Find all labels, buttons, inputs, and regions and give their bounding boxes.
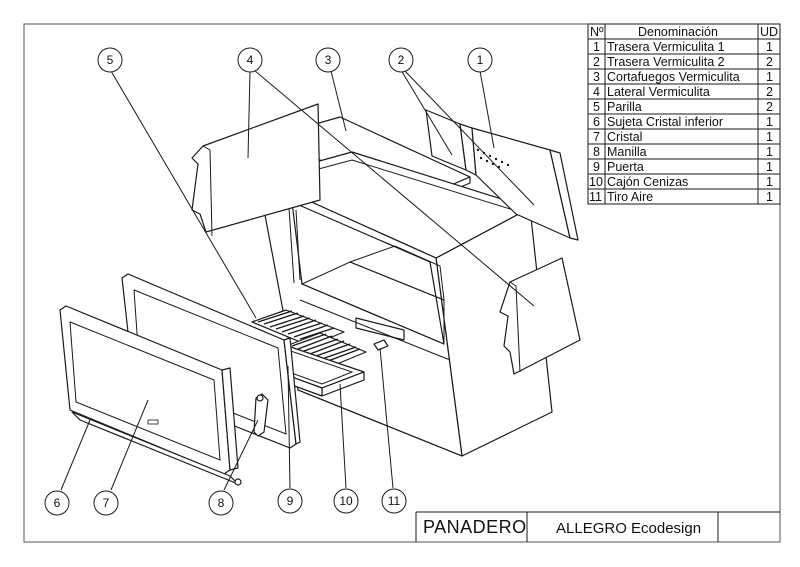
sheet-border <box>23 23 781 543</box>
svg-text:11: 11 <box>388 494 401 508</box>
product-name: PANADERO <box>423 517 527 537</box>
model-name: ALLEGRO Ecodesign <box>556 520 701 537</box>
bom-row-no: 5 <box>593 100 600 114</box>
bom-row-qty: 2 <box>766 85 773 99</box>
bom-row-no: 8 <box>593 145 600 159</box>
svg-text:4: 4 <box>247 53 254 67</box>
part-cristal-glass <box>59 305 239 475</box>
part-tiro-aire <box>373 339 389 351</box>
bom-row-qty: 2 <box>766 55 773 69</box>
balloon-8: 8 <box>208 490 234 516</box>
bom-row-no: 1 <box>593 40 600 54</box>
bom-header-name: Denominación <box>638 25 718 39</box>
svg-text:3: 3 <box>325 53 332 67</box>
bom-row-name: Tiro Aire <box>607 190 653 204</box>
callout-balloons: 1 2 3 4 5 6 7 8 <box>44 47 493 516</box>
bom-row-qty: 1 <box>766 190 773 204</box>
bom-row-name: Lateral Vermiculita <box>607 85 710 99</box>
title-block: PANADERO ALLEGRO Ecodesign <box>415 511 780 542</box>
balloon-5: 5 <box>97 47 123 73</box>
bom-row-qty: 1 <box>766 130 773 144</box>
bom-row-qty: 2 <box>766 100 773 114</box>
bom-row-lines <box>588 38 780 190</box>
balloon-11: 11 <box>381 488 407 514</box>
bom-header-qty: UD <box>760 25 778 39</box>
bom-row-qty: 1 <box>766 115 773 129</box>
svg-text:8: 8 <box>218 496 225 510</box>
bom-row-no: 3 <box>593 70 600 84</box>
bom-row-qty: 1 <box>766 160 773 174</box>
bom-row-no: 9 <box>593 160 600 174</box>
bom-row-name: Trasera Vermiculita 1 <box>607 40 725 54</box>
part-sujeta-cristal-inferior <box>71 411 242 486</box>
bom-row-no: 11 <box>589 190 602 204</box>
svg-text:9: 9 <box>287 494 294 508</box>
bom-row-qty: 1 <box>766 70 773 84</box>
balloon-3: 3 <box>315 47 341 73</box>
bom-row-name: Manilla <box>607 145 647 159</box>
balloon-2: 2 <box>388 47 414 73</box>
part-manilla-handle <box>253 393 269 437</box>
bom-row-qty: 1 <box>766 175 773 189</box>
part-lateral-vermiculita-right <box>499 257 581 375</box>
bom-row-no: 7 <box>593 130 600 144</box>
part-trasera-vermiculita-1 <box>471 127 579 241</box>
bom-row-no: 2 <box>593 55 600 69</box>
bom-header-no: Nº <box>590 25 604 39</box>
bom-row-no: 4 <box>593 85 600 99</box>
part-trasera-vermiculita-2 <box>425 109 477 176</box>
bom-row-name: Trasera Vermiculita 2 <box>607 55 725 69</box>
bom-row-no: 6 <box>593 115 600 129</box>
balloon-4: 4 <box>237 47 263 73</box>
part-lateral-vermiculita-left <box>191 103 321 237</box>
svg-text:2: 2 <box>398 53 405 67</box>
balloon-10: 10 <box>333 488 359 514</box>
bom-row-name: Parilla <box>607 100 642 114</box>
svg-text:5: 5 <box>107 53 114 67</box>
bom-row-no: 10 <box>589 175 603 189</box>
bom-row-name: Puerta <box>607 160 644 174</box>
bom-row-qty: 1 <box>766 40 773 54</box>
bom-row-name: Cajón Cenizas <box>607 175 688 189</box>
bom-row-name: Sujeta Cristal inferior <box>607 115 723 129</box>
svg-text:7: 7 <box>103 496 110 510</box>
bom-row-name: Cristal <box>607 130 642 144</box>
bill-of-materials: Nº Denominación UD 1 Trasera Vermiculita… <box>587 23 781 205</box>
balloon-7: 7 <box>93 490 119 516</box>
svg-text:10: 10 <box>339 494 353 508</box>
bom-row-qty: 1 <box>766 145 773 159</box>
svg-text:6: 6 <box>54 496 61 510</box>
bom-row-name: Cortafuegos Vermiculita <box>607 70 740 84</box>
balloon-6: 6 <box>44 490 70 516</box>
svg-text:1: 1 <box>477 53 484 67</box>
balloon-9: 9 <box>277 488 303 514</box>
leader-lines <box>60 69 535 491</box>
balloon-1: 1 <box>467 47 493 73</box>
